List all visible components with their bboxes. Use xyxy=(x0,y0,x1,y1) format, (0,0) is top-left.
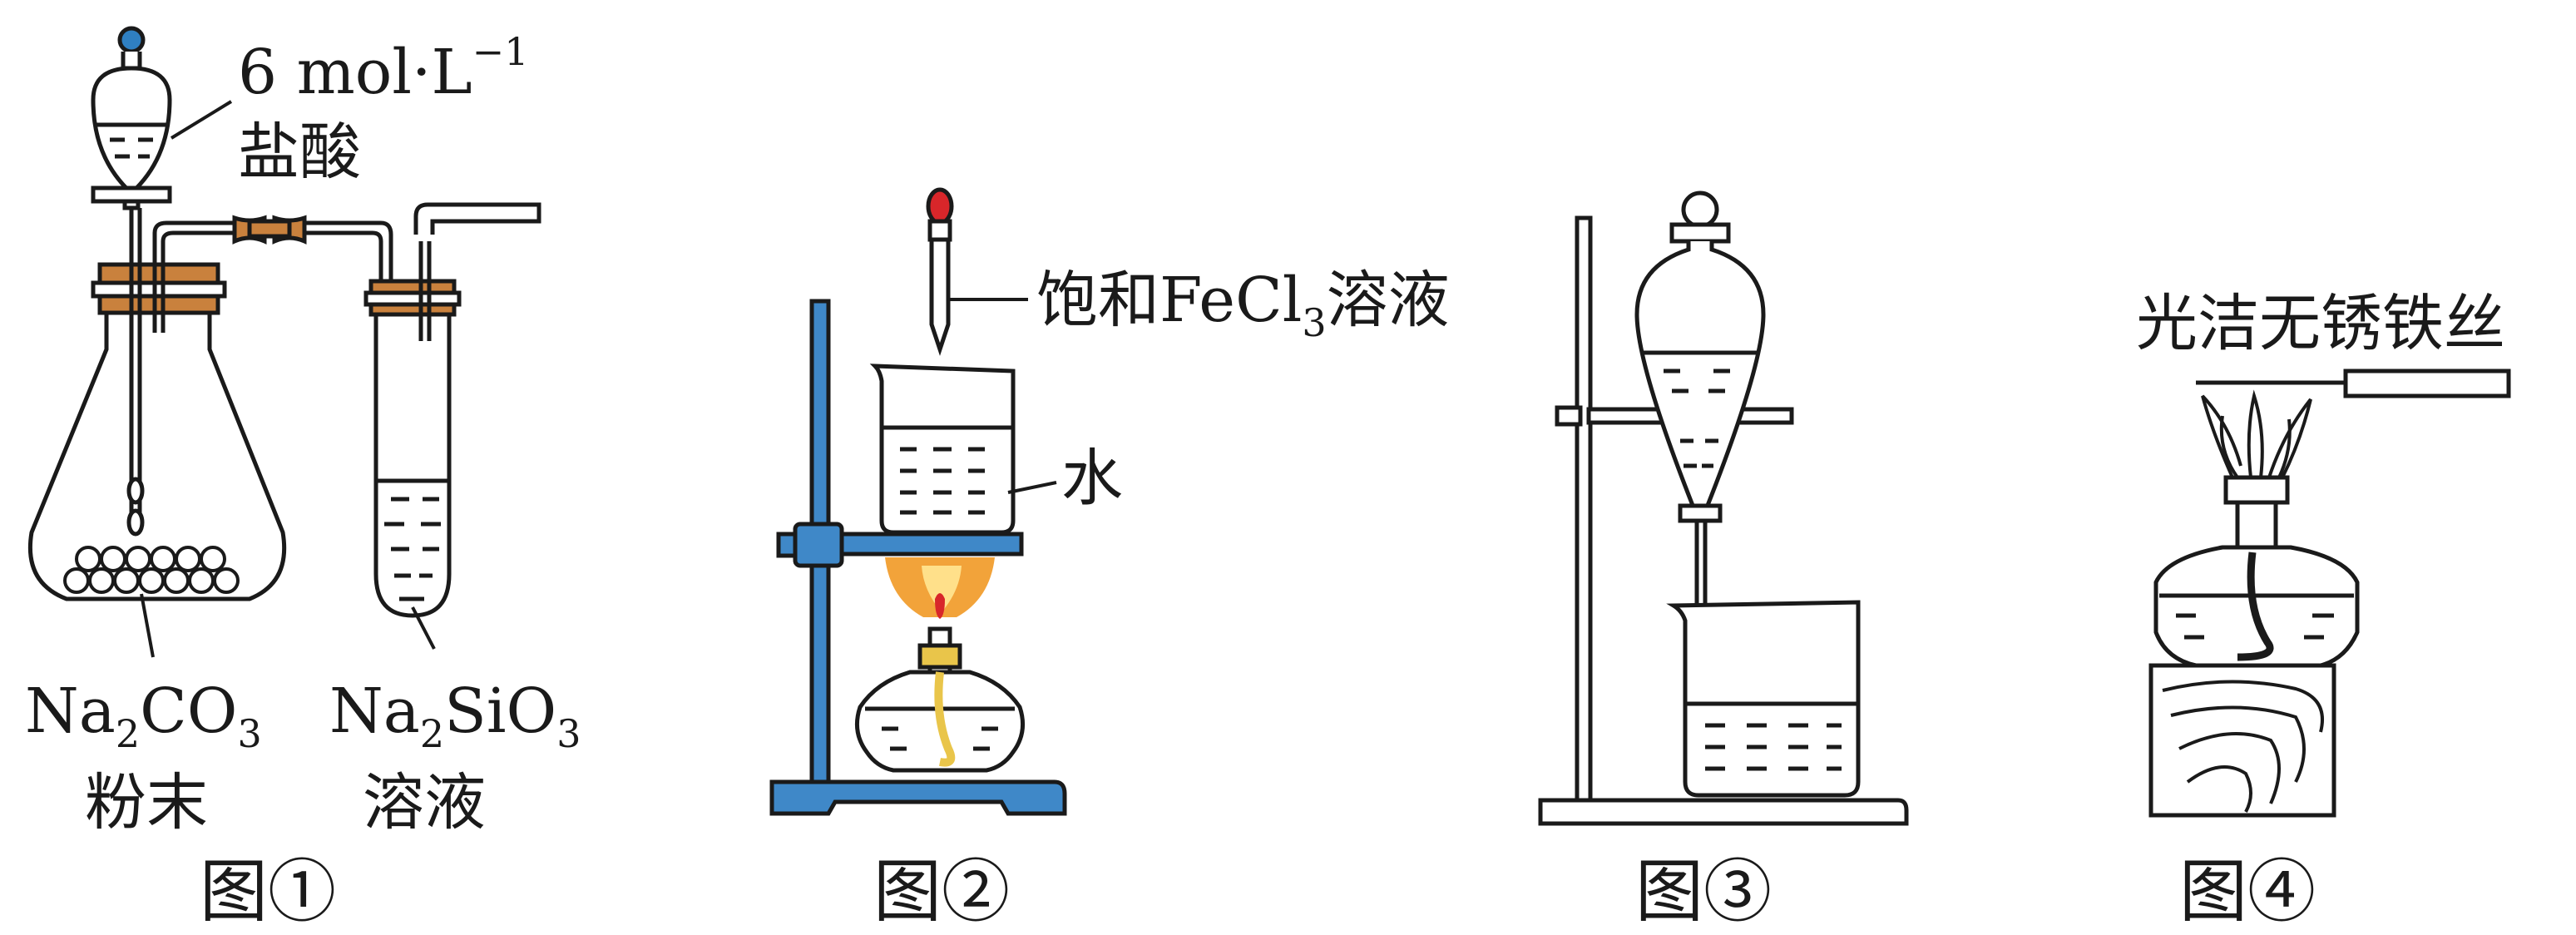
alcohol-lamp-4 xyxy=(2153,475,2360,668)
beaker-3 xyxy=(1666,600,1861,798)
caption-figure-4: 图④ xyxy=(2179,853,2316,932)
solid-label: Na2CO3 xyxy=(25,675,262,756)
figure-4: 光洁无锈铁丝 图④ xyxy=(2136,288,2511,932)
stand-clamp xyxy=(793,522,844,568)
beaker-water xyxy=(869,364,1057,535)
caption-figure-3: 图③ xyxy=(1635,853,1772,932)
iron-ring xyxy=(839,532,1024,557)
figure-1: 6 mol·L−1 盐酸 Na2CO3 粉末 Na2SiO3 溶液 图① xyxy=(25,26,581,932)
wood-block xyxy=(2148,663,2336,818)
iron-wire xyxy=(2196,369,2511,398)
solid-state-label: 粉末 xyxy=(85,767,208,839)
test-tube xyxy=(363,241,462,618)
figure-2: 饱和FeCl3溶液 水 图② xyxy=(769,187,1450,932)
figure-3: 图③ xyxy=(1538,190,1909,932)
wire-flame-sketch xyxy=(2201,389,2312,479)
water-label: 水 xyxy=(1061,443,1123,514)
delivery-tube xyxy=(152,202,541,532)
wire-handle xyxy=(2343,369,2511,398)
dropper-bulb xyxy=(926,187,954,225)
solution-state-label: 溶液 xyxy=(363,767,486,839)
dropper-label: 饱和FeCl3溶液 xyxy=(1036,265,1450,345)
caption-figure-2: 图② xyxy=(873,853,1010,932)
iron-wire-label: 光洁无锈铁丝 xyxy=(2136,288,2505,359)
dropper xyxy=(926,187,1028,356)
conical-flask xyxy=(27,241,287,601)
caption-figure-1: 图① xyxy=(200,853,336,932)
na2co3-powder xyxy=(63,546,240,594)
funnel-stopcock xyxy=(1678,503,1723,523)
acid-drop xyxy=(126,477,145,505)
funnel-stopper-blue xyxy=(117,26,146,54)
solution-label: Na2SiO3 xyxy=(329,675,581,756)
flame xyxy=(885,557,995,619)
reagent-name-label: 盐酸 xyxy=(238,116,361,188)
reagent-label: 6 mol·L−1 xyxy=(238,29,528,108)
alcohol-lamp xyxy=(854,626,1026,773)
fig1-leaders xyxy=(140,100,436,658)
